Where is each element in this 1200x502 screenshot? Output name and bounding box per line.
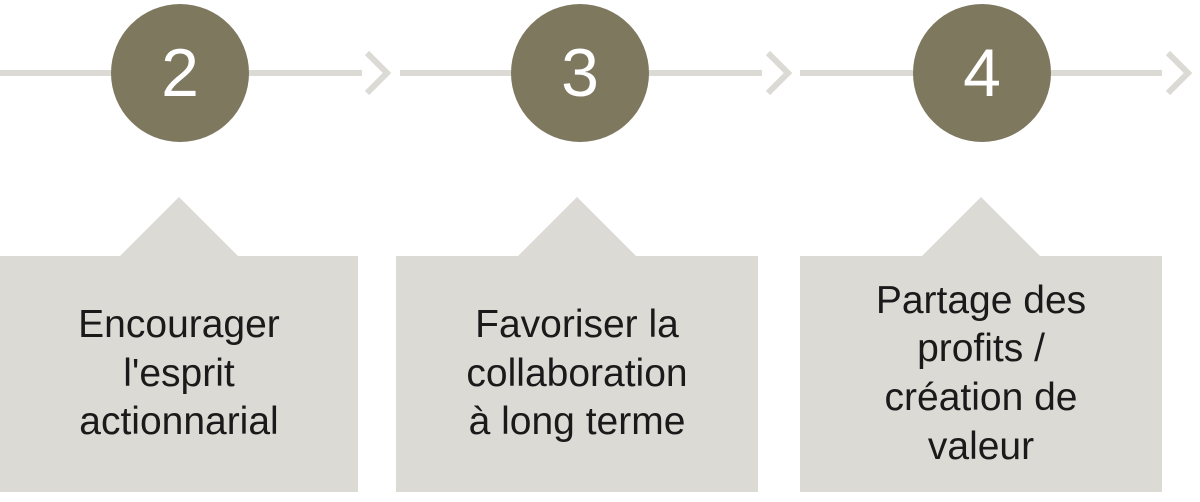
step-label: Partage des profits / création de valeur bbox=[875, 278, 1087, 468]
chevron-right-icon bbox=[1165, 50, 1193, 96]
connector-lines bbox=[0, 50, 1193, 96]
chevron-right-icon bbox=[364, 50, 392, 96]
step-label: Encourager l'esprit actionnarial bbox=[78, 302, 280, 444]
box-pointer bbox=[120, 197, 238, 256]
step-label: Favoriser la collaboration à long terme bbox=[466, 302, 688, 444]
box-pointer bbox=[518, 197, 636, 256]
chevron-right-icon bbox=[765, 50, 793, 96]
step-box: Favoriser la collaboration à long terme bbox=[396, 256, 758, 492]
step-number-circle: 3 bbox=[511, 4, 649, 142]
step-box: Partage des profits / création de valeur bbox=[800, 256, 1162, 492]
step-box: Encourager l'esprit actionnarial bbox=[0, 256, 358, 492]
step-number-circle: 2 bbox=[111, 4, 249, 142]
step-number: 2 bbox=[161, 35, 199, 111]
box-pointer bbox=[922, 197, 1040, 256]
step-number: 3 bbox=[561, 35, 599, 111]
step-number-circle: 4 bbox=[913, 4, 1051, 142]
step-number: 4 bbox=[963, 35, 1001, 111]
